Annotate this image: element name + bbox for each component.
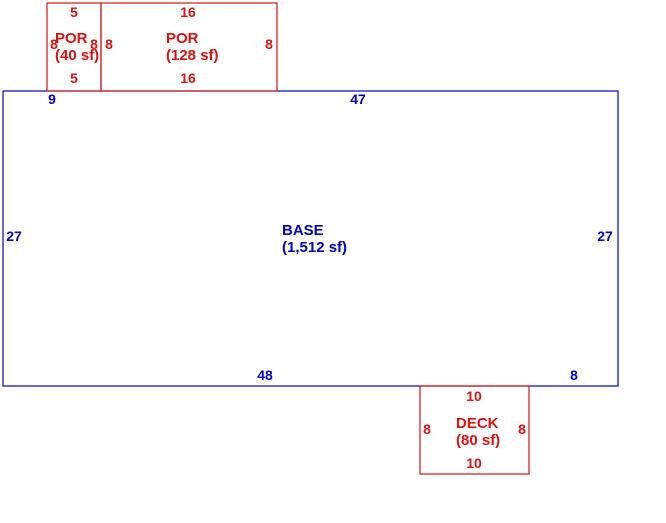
porch-large-dim-left: 8	[105, 36, 113, 52]
porch-small-name-label: POR	[55, 30, 88, 47]
porch-small-area: POR (40 sf) 5 5 8 8	[46, 2, 102, 92]
porch-large-name-label: POR	[166, 30, 199, 47]
porch-small-dim-right: 8	[90, 36, 98, 52]
deck-dim-right: 8	[518, 421, 526, 437]
deck-dim-bottom: 10	[466, 455, 482, 471]
deck-dim-top: 10	[466, 388, 482, 404]
base-dim-top: 47	[350, 91, 366, 107]
porch-small-dim-left: 8	[50, 36, 58, 52]
base-dim-bottom: 48	[257, 367, 273, 383]
porch-large-dim-bottom: 16	[180, 70, 196, 86]
deck-outline	[419, 385, 530, 475]
deck-area: DECK (80 sf) 10 10 8 8	[419, 385, 530, 475]
deck-dim-left: 8	[423, 421, 431, 437]
porch-small-area-label: (40 sf)	[55, 47, 99, 64]
porch-small-dim-top: 5	[70, 4, 78, 20]
base-name-label: BASE	[282, 222, 324, 239]
deck-name-label: DECK	[456, 415, 499, 432]
porch-large-dim-top: 16	[180, 4, 196, 20]
base-dim-bottom-right: 8	[570, 367, 578, 383]
base-area-label: (1,512 sf)	[282, 239, 347, 256]
deck-area-label: (80 sf)	[456, 432, 500, 449]
base-outline	[2, 90, 619, 387]
porch-large-area-label: (128 sf)	[166, 47, 219, 64]
base-dim-top-left: 9	[48, 91, 56, 107]
porch-large-outline	[100, 2, 278, 92]
base-dim-right: 27	[597, 228, 613, 244]
porch-small-dim-bottom: 5	[70, 70, 78, 86]
porch-large-area: POR (128 sf) 16 16 8 8	[100, 2, 278, 92]
porch-large-dim-right: 8	[265, 36, 273, 52]
base-area: BASE (1,512 sf) 9 47 27 27 48 8	[2, 90, 619, 387]
base-dim-left: 27	[6, 228, 22, 244]
